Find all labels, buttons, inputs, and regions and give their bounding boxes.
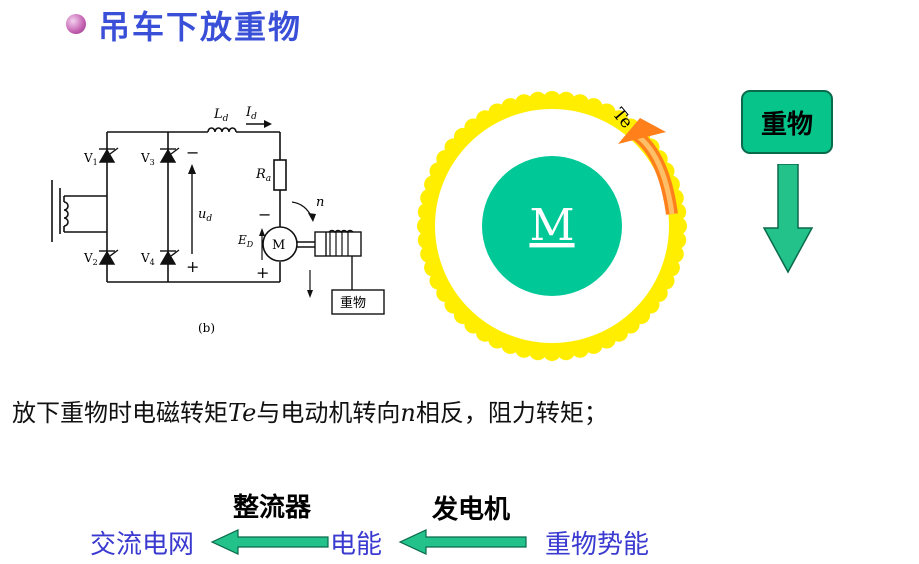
emf-arrow-icon	[259, 228, 265, 260]
plus-mid-sign: +	[256, 263, 269, 282]
inductor-icon	[207, 126, 237, 136]
resistor-icon	[273, 159, 287, 191]
description-text: 放下重物时电磁转矩Te与电动机转向n相反，阻力转矩；	[12, 399, 608, 427]
page-title: 吊车下放重物	[98, 8, 303, 46]
motor-circle	[482, 156, 622, 296]
voltage-arrow-icon	[188, 164, 196, 254]
current-label: Id	[245, 105, 257, 122]
v2-label: V2	[83, 251, 98, 267]
current-arrow-icon	[246, 120, 272, 128]
load-label: 重物	[340, 295, 366, 311]
transformer-icon	[51, 180, 107, 242]
generator-label: 发电机	[432, 495, 511, 525]
weight-box: 重物	[741, 90, 833, 154]
plus-bottom-sign: +	[186, 257, 199, 276]
drum-icon	[297, 229, 362, 290]
potential-energy-node: 重物势能	[545, 530, 650, 560]
minus-top-sign: −	[186, 143, 199, 162]
electric-energy-node: 电能	[330, 530, 383, 560]
flow-arrow-right-icon	[398, 529, 527, 555]
motor-label: M	[272, 238, 285, 253]
v4-label: V4	[140, 251, 155, 267]
flow-arrow-left-icon	[210, 529, 329, 555]
motor-rotation-diagram: M Te	[417, 91, 687, 361]
v3-label: V3	[140, 151, 155, 167]
torque-arrow-icon	[618, 118, 678, 215]
thyristor-v4-icon	[159, 249, 180, 265]
voltage-label: ud	[198, 207, 212, 224]
motor-circle-label: M	[529, 200, 574, 251]
speed-label: n	[316, 195, 324, 210]
load-box	[331, 289, 385, 315]
circuit-caption: (b)	[198, 321, 215, 335]
inductor-label: Ld	[213, 107, 229, 124]
rotation-arrow-icon	[291, 201, 316, 222]
circuit-diagram: V1 V3 V2 V4 Ld Id Ra − ud + − M ED + n	[51, 105, 385, 335]
thyristor-v1-icon	[98, 147, 119, 163]
motor-icon	[262, 226, 298, 262]
thyristor-v3-icon	[159, 147, 180, 163]
weight-down-arrow-icon	[762, 164, 814, 274]
minus-mid-sign: −	[258, 205, 271, 224]
resistor-label: Ra	[255, 167, 271, 184]
emf-label: ED	[237, 233, 254, 249]
grid-node: 交流电网	[90, 530, 195, 560]
title-bullet-icon	[66, 14, 86, 34]
thyristor-v2-icon	[98, 249, 119, 265]
v1-label: V1	[83, 151, 98, 167]
down-arrow-icon	[307, 270, 313, 298]
rectifier-label: 整流器	[233, 493, 312, 523]
